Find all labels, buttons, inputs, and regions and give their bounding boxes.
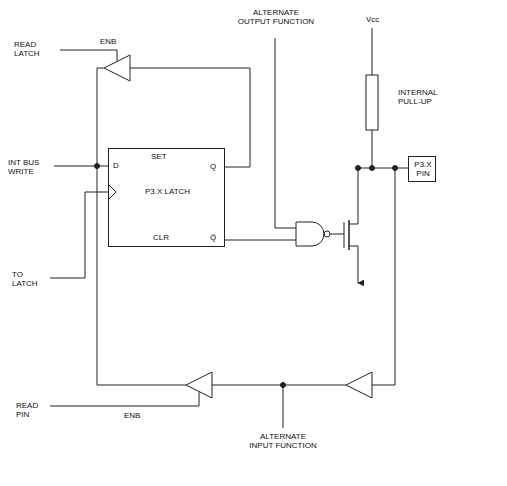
part-name: P3.X LATCH (134, 187, 201, 196)
alt-input-wire (283, 385, 284, 428)
pin-name: SET (151, 152, 167, 161)
fet-source-ground (349, 246, 358, 283)
pin-name: Q (210, 162, 216, 171)
read-latch-wire (60, 50, 117, 61)
junction-dot (370, 166, 375, 171)
latch-box: D SET Q P3.X LATCH CLR Q̄ (108, 148, 225, 247)
pin-name: D (113, 161, 119, 170)
junction-dot (95, 164, 100, 169)
qbar-wire (225, 240, 296, 241)
signal-name: ALTERNATE OUTPUT FUNCTION (237, 8, 315, 26)
gate-wire (330, 234, 344, 235)
nand-bubble (324, 231, 330, 237)
read-pin-wire (50, 392, 199, 406)
pin-box: P3.X PIN (408, 156, 436, 182)
fet-drain (349, 168, 358, 224)
input-buffer (346, 372, 372, 398)
pin-name: P3.X PIN (413, 160, 433, 178)
read-latch-buffer (104, 55, 130, 81)
part-name: INTERNAL PULL-UP (398, 88, 448, 106)
junction-dot (356, 166, 361, 171)
enable-label: ENB (124, 411, 140, 420)
pin-name: CLR (153, 233, 169, 242)
nand-gate (296, 222, 324, 246)
pull-up-wire (372, 130, 373, 168)
vcc-wire (372, 28, 373, 75)
signal-name: ALTERNATE INPUT FUNCTION (248, 432, 318, 450)
signal-name: READ LATCH (14, 40, 58, 58)
signal-name: READ PIN (16, 401, 48, 419)
pin-name: Q̄ (210, 233, 216, 242)
clock-symbol (108, 184, 116, 200)
signal-name: INT BUS WRITE (8, 158, 52, 176)
enable-label: ENB (100, 37, 116, 46)
alt-output-wire (275, 38, 296, 228)
clock-wire (50, 192, 108, 278)
fet-gate (344, 222, 345, 248)
pin-read-wire (372, 168, 395, 385)
signal-name: TO LATCH (12, 270, 48, 288)
bus-input-wire (97, 385, 186, 386)
q-output-wire (130, 68, 250, 167)
supply-label: Vcc (366, 15, 379, 24)
pin-wire (358, 168, 408, 169)
pull-up-resistor (366, 75, 378, 130)
internal-bus (97, 68, 104, 385)
input-wire (212, 385, 346, 386)
